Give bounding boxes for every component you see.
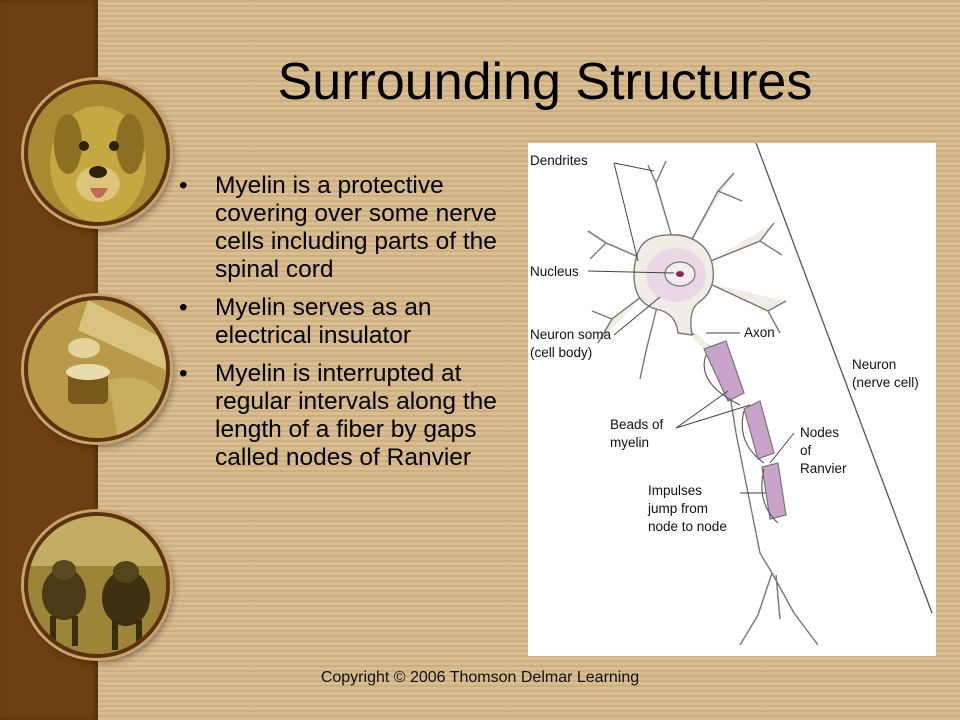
label-nodes: Nodes <box>800 425 839 440</box>
label-impulses: Impulses <box>648 483 702 498</box>
bullet-list: Myelin is a protective covering over som… <box>175 172 520 482</box>
impulse-arrows <box>703 354 779 524</box>
copyright-footer: Copyright © 2006 Thomson Delmar Learning <box>320 669 640 686</box>
bullet-item: Myelin is interrupted at regular interva… <box>175 360 520 472</box>
slide-title: Surrounding Structures <box>277 53 813 111</box>
leader-lines <box>587 162 795 494</box>
lab-equipment-photo <box>24 296 170 442</box>
label-neuron-sub: (nerve cell) <box>852 375 919 390</box>
neuron-diagram: Dendrites Nucleus Neuron soma (cell body… <box>528 143 936 656</box>
label-beads: Beads of <box>610 417 664 432</box>
label-beads-sub: myelin <box>610 435 649 450</box>
label-nodes-of: of <box>800 443 812 458</box>
dendrites-shape <box>587 160 787 380</box>
myelin-beads <box>703 340 787 520</box>
label-nodes-ranvier: Ranvier <box>800 461 847 476</box>
label-soma: Neuron soma <box>530 327 612 342</box>
neuron-bracket-line <box>755 143 933 614</box>
bullet-item: Myelin serves as an electrical insulator <box>175 294 520 350</box>
bullet-item: Myelin is a protective covering over som… <box>175 172 520 284</box>
label-nucleus: Nucleus <box>530 264 579 279</box>
nucleolus-dot <box>676 271 684 277</box>
dog-photo <box>24 80 170 226</box>
label-soma-sub: (cell body) <box>530 345 592 360</box>
label-neuron: Neuron <box>852 357 896 372</box>
label-impulses-3: node to node <box>648 519 727 534</box>
label-dendrites: Dendrites <box>530 153 588 168</box>
label-axon: Axon <box>744 325 775 340</box>
cattle-photo <box>24 512 170 658</box>
axon-shape <box>691 332 819 646</box>
label-impulses-2: jump from <box>647 501 708 516</box>
